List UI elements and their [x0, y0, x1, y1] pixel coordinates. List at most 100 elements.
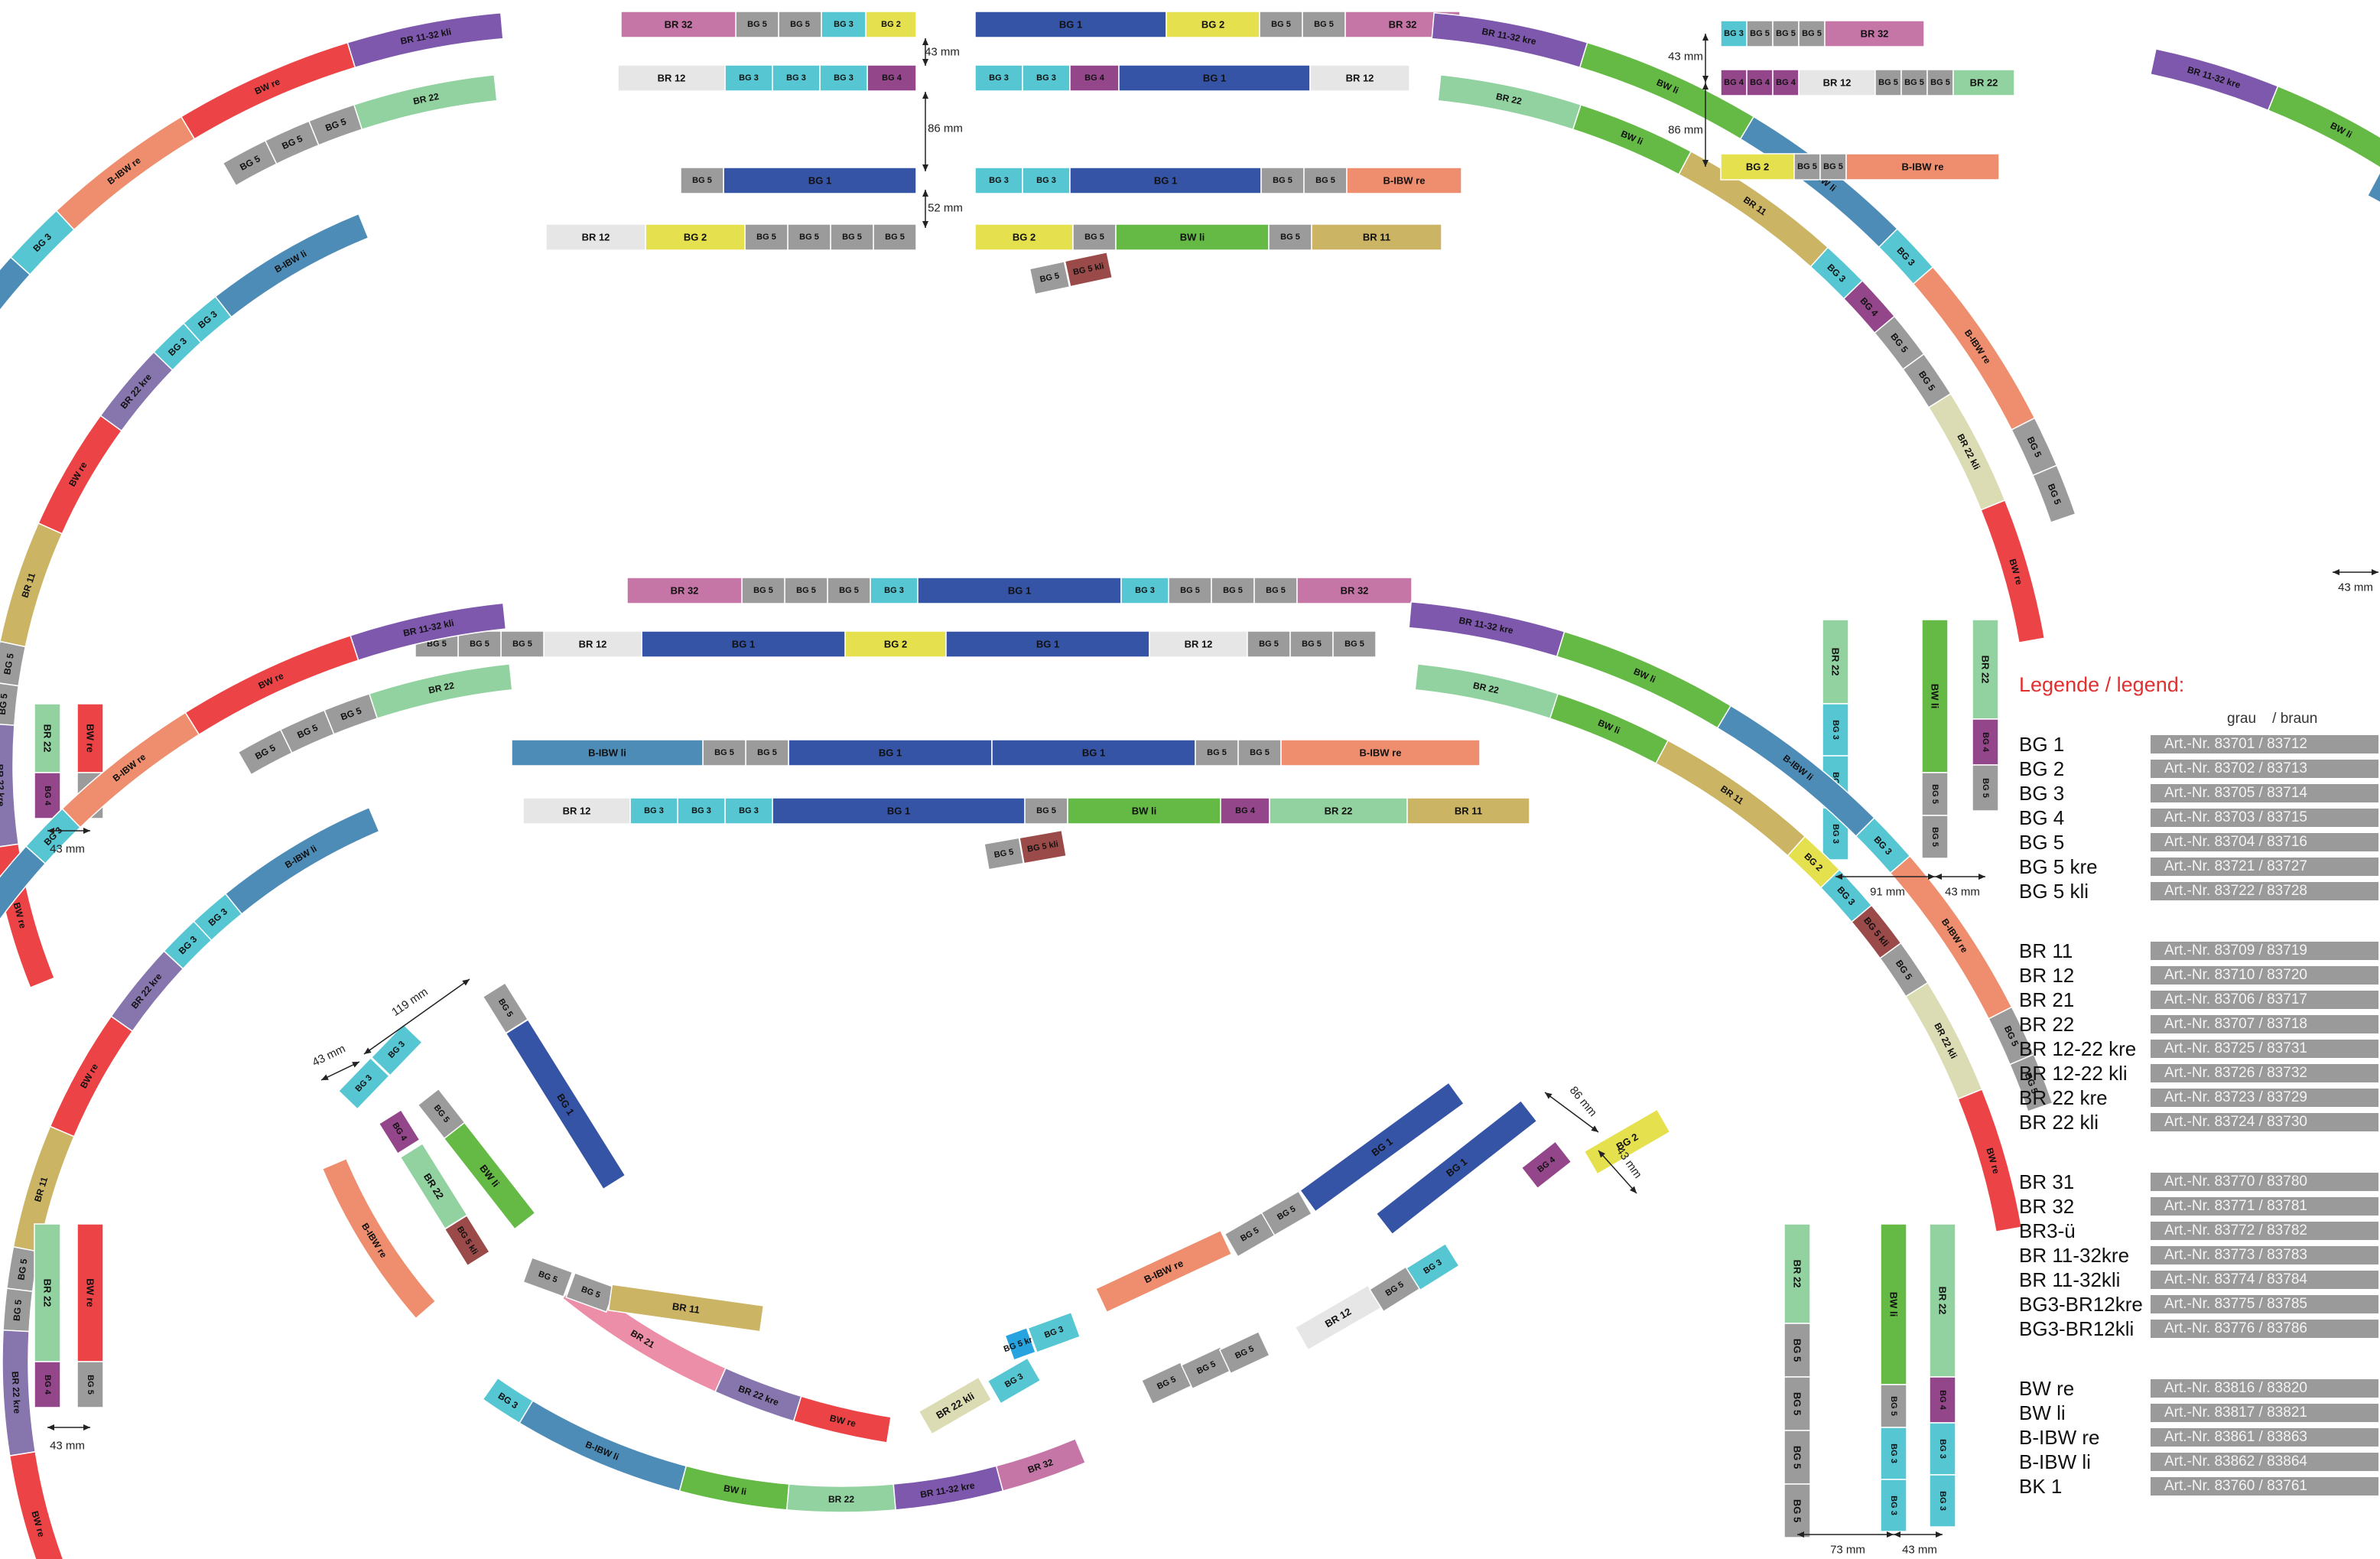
- track-bwre: [76, 703, 104, 773]
- legend-article-number: Art.-Nr. 83776 / 83786: [2151, 1320, 2378, 1338]
- track-bwli: [2267, 85, 2380, 168]
- track-label: BG 5: [1266, 586, 1286, 595]
- track-bg5: [1332, 630, 1377, 658]
- track-bg5: [1289, 630, 1334, 658]
- track-br32: [995, 1437, 1087, 1492]
- track-br22: [34, 703, 61, 773]
- track-bg3: [821, 11, 866, 38]
- track-label: BG 5: [1930, 78, 1950, 87]
- track-label: BG 4: [1724, 78, 1744, 87]
- track-bg3: [1405, 1242, 1460, 1291]
- track-bg5: [1260, 1190, 1313, 1236]
- dimension-arrow: [922, 164, 928, 171]
- dimension-label: 43 mm: [50, 843, 85, 856]
- legend-item-name: BR 12-22 kre: [2019, 1037, 2137, 1060]
- legend-item-name: BR 21: [2019, 988, 2075, 1011]
- legend-item-name: B-IBW re: [2019, 1425, 2100, 1449]
- legend-article-number: Art.-Nr. 83861 / 83863: [2151, 1428, 2378, 1447]
- track-bwli: [1921, 619, 1949, 773]
- track-label: BG 5: [1776, 29, 1796, 38]
- dimension-arrow: [1702, 83, 1709, 90]
- track-label: BG 5: [747, 20, 767, 29]
- track-bg5: [1268, 223, 1312, 251]
- legend-item-name: B-IBW li: [2019, 1450, 2091, 1473]
- legend-article-number: Art.-Nr. 83771 / 83781: [2151, 1197, 2378, 1216]
- track-label: BG 3: [739, 806, 759, 815]
- track-bg5: [827, 577, 871, 604]
- track-bwre: [76, 1223, 104, 1362]
- legend-item-name: BR 22 kli: [2019, 1110, 2099, 1134]
- legend-article-number: Art.-Nr. 83702 / 83713: [2151, 760, 2378, 778]
- track-br32: [626, 577, 743, 604]
- track-bg3: [337, 1056, 390, 1110]
- legend-item-name: BG 1: [2019, 732, 2065, 756]
- track-label: BG 5: [1930, 827, 1939, 847]
- track-bg3: [724, 64, 773, 92]
- legend-article-number: Art.-Nr. 83707 / 83718: [2151, 1015, 2378, 1033]
- legend-article-number: Art.-Nr. 83817 / 83821: [2151, 1404, 2378, 1422]
- track-br22: [1783, 1223, 1811, 1324]
- track-label: BG 4: [1776, 78, 1796, 87]
- track-bg3: [1120, 577, 1169, 604]
- dimension-label: 43 mm: [50, 1440, 85, 1453]
- track-bg5: [735, 11, 779, 38]
- track-label: BG 2: [1201, 19, 1224, 31]
- track-label: BG 5: [1223, 586, 1243, 595]
- track-bg5: [830, 223, 874, 251]
- track-label: BG 3: [1724, 29, 1744, 38]
- dimension-arrow: [1702, 76, 1709, 83]
- track-label: BG 5: [2, 653, 16, 675]
- legend-item-name: BR 32: [2019, 1194, 2075, 1218]
- track-bg5: [1211, 577, 1255, 604]
- legend-item-name: BK 1: [2019, 1474, 2063, 1498]
- track-label: BR 32: [1861, 28, 1889, 40]
- track-label: BG 3: [1831, 824, 1840, 844]
- track-label: BR 22: [828, 1494, 854, 1505]
- track-label: BG 5: [692, 176, 712, 185]
- track-bg5: [744, 223, 788, 251]
- track-bg5: [680, 167, 724, 194]
- dimension-arrow: [1887, 1531, 1894, 1538]
- dimension-label: 86 mm: [928, 122, 963, 135]
- track-bg3: [1022, 167, 1071, 194]
- track-bg5: [1783, 1376, 1811, 1431]
- legend-item-name: BW li: [2019, 1401, 2066, 1424]
- dimension-arrow: [922, 59, 928, 66]
- track-bg5kre: [1004, 1326, 1036, 1361]
- track-bwre: [1980, 500, 2046, 644]
- legend-article-number: Art.-Nr. 83862 / 83864: [2151, 1453, 2378, 1471]
- track-bg2: [645, 223, 746, 251]
- track-label: B-IBW li: [588, 747, 626, 759]
- track-bg5: [1900, 69, 1928, 96]
- legend-item-name: BW re: [2019, 1376, 2075, 1400]
- track-label: BG 5: [885, 233, 905, 242]
- track-bg3: [819, 64, 868, 92]
- track-br12: [1309, 64, 1410, 92]
- track-label: BG 2: [881, 20, 901, 29]
- track-label: BG 4: [43, 786, 52, 806]
- legend-item-name: BR 22: [2019, 1012, 2075, 1036]
- legend-item-name: BR3-ü: [2019, 1219, 2076, 1242]
- track-bg5: [2032, 464, 2076, 523]
- dimension-arrow: [83, 828, 90, 834]
- dimension-arrow: [462, 979, 470, 986]
- dimension-label: 43 mm: [1945, 886, 1980, 899]
- track-bg5: [1218, 1330, 1270, 1375]
- track-bg2: [1166, 11, 1260, 38]
- track-bg5: [784, 577, 828, 604]
- track-label: BG 5: [1981, 778, 1990, 798]
- track-label: BG 5: [1280, 233, 1300, 242]
- track-bg4: [1720, 69, 1748, 96]
- track-br32: [620, 11, 736, 38]
- dimension-arrow: [1935, 874, 1942, 880]
- track-label: BG 4: [1981, 732, 1990, 753]
- track-label: BG 5: [757, 748, 777, 757]
- track-bg5: [1783, 1430, 1811, 1485]
- legend-title-de: Legende: [2019, 673, 2100, 696]
